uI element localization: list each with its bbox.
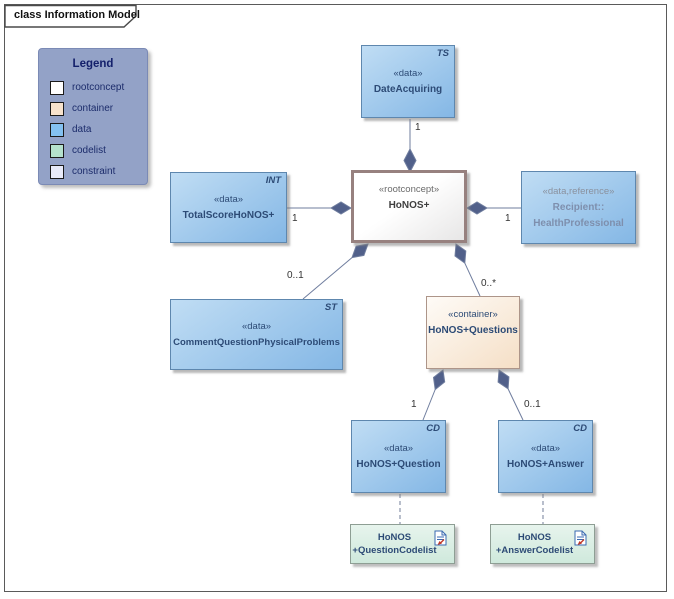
node-name: +AnswerCodelist	[495, 545, 574, 556]
rootconcept-swatch	[50, 80, 64, 95]
multiplicity-label: 0..1	[287, 270, 304, 281]
stereotype: «data»	[530, 442, 561, 454]
node-name: +QuestionCodelist	[352, 545, 437, 556]
legend-item-constraint: constraint	[39, 161, 147, 182]
constraint-swatch	[50, 164, 64, 179]
legend-label: constraint	[72, 166, 116, 177]
multiplicity-label: 1	[415, 122, 421, 133]
node-name: HoNOS+Question	[356, 458, 441, 470]
document-icon	[574, 530, 587, 551]
node-total-score[interactable]: INT «data» TotalScoreHoNOS+	[170, 172, 287, 243]
legend-label: data	[72, 124, 92, 135]
legend-label: container	[72, 103, 114, 114]
multiplicity-label: 1	[292, 213, 298, 224]
multiplicity-label: 1	[505, 213, 511, 224]
stereotype: «rootconcept»	[378, 184, 440, 195]
legend-title: Legend	[72, 58, 114, 70]
node-honos-question[interactable]: CD «data» HoNOS+Question	[351, 420, 446, 493]
stereotype: «container»	[448, 309, 498, 320]
frame-title: class Information Model	[14, 9, 140, 21]
stereotype: «data»	[213, 193, 244, 205]
legend-item-container: container	[39, 98, 147, 119]
stereotype: «data»	[393, 67, 423, 79]
node-name: HoNOS+	[388, 200, 430, 211]
document-icon	[434, 530, 447, 551]
type-label: CD	[426, 423, 440, 434]
node-honos-answer[interactable]: CD «data» HoNOS+Answer	[498, 420, 593, 493]
legend-label: codelist	[72, 145, 106, 156]
node-name: HoNOS	[377, 532, 412, 543]
type-label: ST	[324, 302, 337, 313]
node-name: HoNOS	[517, 532, 552, 543]
legend-item-data: data	[39, 119, 147, 140]
stereotype: «data»	[383, 442, 414, 454]
node-name: HoNOS+Answer	[507, 458, 584, 470]
multiplicity-label: 0..1	[524, 399, 541, 410]
node-recipient-health-professional[interactable]: «data,reference» Recipient:: HealthProfe…	[521, 171, 636, 244]
node-name: TotalScoreHoNOS+	[182, 209, 275, 221]
legend-panel: Legend rootconcept container data codeli…	[38, 48, 148, 185]
node-honos-answer-codelist[interactable]: HoNOS +AnswerCodelist	[490, 524, 595, 564]
node-name: CommentQuestionPhysicalProblems	[173, 336, 340, 348]
node-honos[interactable]: «rootconcept» HoNOS+	[351, 170, 467, 243]
container-swatch	[50, 101, 64, 116]
multiplicity-label: 1	[411, 399, 417, 410]
type-label: TS	[436, 48, 449, 59]
legend-item-rootconcept: rootconcept	[39, 77, 147, 98]
node-honos-question-codelist[interactable]: HoNOS +QuestionCodelist	[350, 524, 455, 564]
node-honos-questions[interactable]: «container» HoNOS+Questions	[426, 296, 520, 369]
multiplicity-label: 0..*	[481, 278, 497, 289]
legend-item-codelist: codelist	[39, 140, 147, 161]
node-name: HealthProfessional	[533, 217, 624, 229]
stereotype: «data,reference»	[542, 185, 615, 197]
codelist-swatch	[50, 143, 64, 158]
node-comment-question-physical-problems[interactable]: ST «data» CommentQuestionPhysicalProblem…	[170, 299, 343, 370]
node-date-acquiring[interactable]: TS «data» DateAcquiring	[361, 45, 455, 118]
node-name: Recipient::	[552, 201, 605, 213]
stereotype: «data»	[241, 320, 272, 332]
node-name: HoNOS+Questions	[428, 325, 518, 336]
data-swatch	[50, 122, 64, 137]
type-label: INT	[265, 175, 281, 186]
node-name: DateAcquiring	[373, 83, 443, 95]
legend-label: rootconcept	[72, 82, 125, 93]
type-label: CD	[573, 423, 587, 434]
